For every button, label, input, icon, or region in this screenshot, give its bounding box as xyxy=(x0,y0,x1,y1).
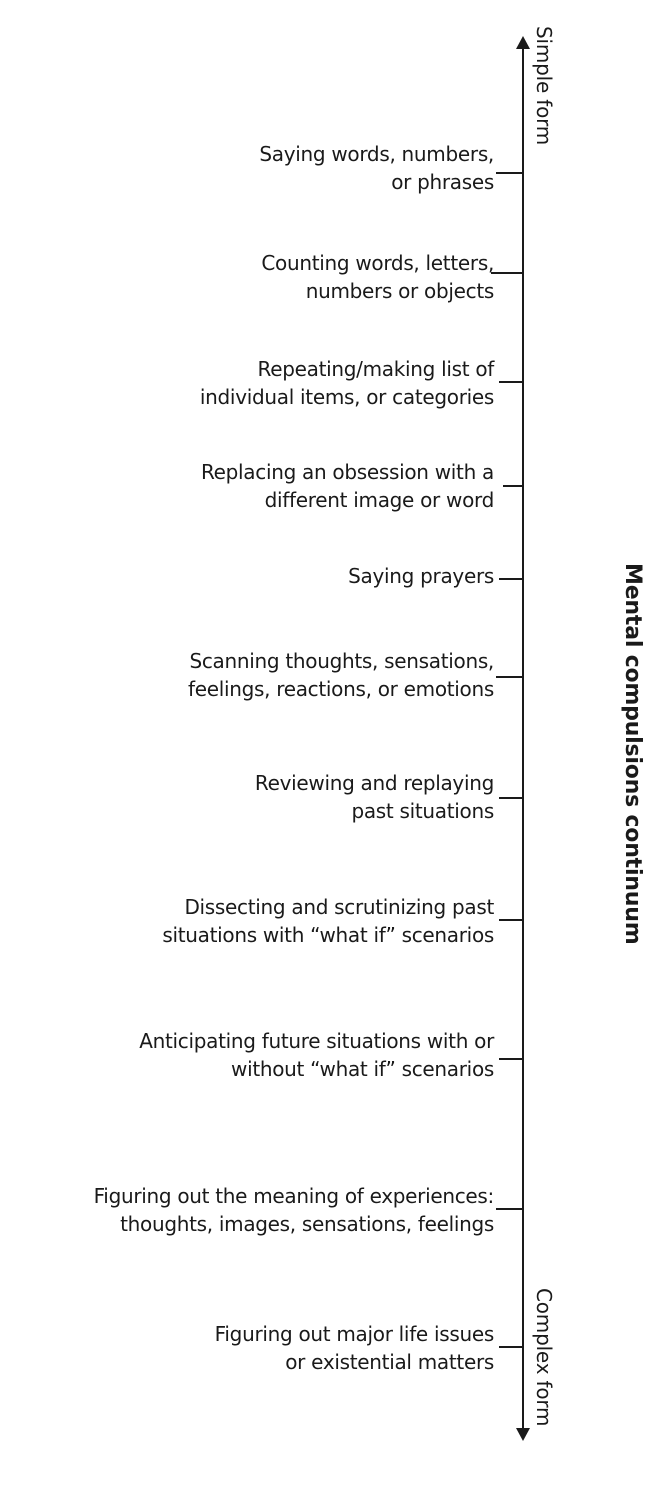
continuum-axis-line xyxy=(522,44,524,1434)
simple-form-label: Simple form xyxy=(532,26,556,146)
compulsion-item-label: Saying prayers xyxy=(348,564,494,588)
compulsion-item-label: Anticipating future situations with or w… xyxy=(139,1029,494,1081)
arrow-down-icon xyxy=(516,1428,530,1441)
compulsion-item-label: Repeating/making list of individual item… xyxy=(199,357,494,409)
compulsion-item-tick xyxy=(499,578,523,580)
compulsion-item-tick xyxy=(491,272,523,274)
complex-form-label: Complex form xyxy=(532,1288,556,1427)
compulsion-item-label: Saying words, numbers, or phrases xyxy=(259,142,494,194)
compulsion-item-tick xyxy=(503,485,523,487)
compulsion-item-tick xyxy=(496,172,523,174)
compulsion-item-tick xyxy=(499,1058,523,1060)
arrow-up-icon xyxy=(516,36,530,49)
continuum-title: Mental compulsions continuum xyxy=(620,563,645,945)
compulsion-item-tick xyxy=(496,1208,523,1210)
compulsion-item-label: Reviewing and replaying past situations xyxy=(254,771,494,823)
compulsion-item-tick xyxy=(499,1346,523,1348)
compulsion-item-tick xyxy=(499,919,523,921)
compulsion-item-label: Dissecting and scrutinizing past situati… xyxy=(162,895,494,947)
compulsion-item-label: Replacing an obsession with a different … xyxy=(200,460,494,512)
compulsion-item-tick xyxy=(496,676,523,678)
compulsion-item-label: Figuring out the meaning of experiences:… xyxy=(93,1184,495,1236)
compulsion-item-tick xyxy=(499,381,523,383)
compulsion-item-label: Scanning thoughts, sensations, feelings,… xyxy=(187,649,494,701)
compulsion-item-tick xyxy=(499,797,523,799)
compulsion-item-label: Figuring out major life issues or existe… xyxy=(214,1322,495,1374)
compulsion-item-label: Counting words, letters, numbers or obje… xyxy=(261,251,494,303)
